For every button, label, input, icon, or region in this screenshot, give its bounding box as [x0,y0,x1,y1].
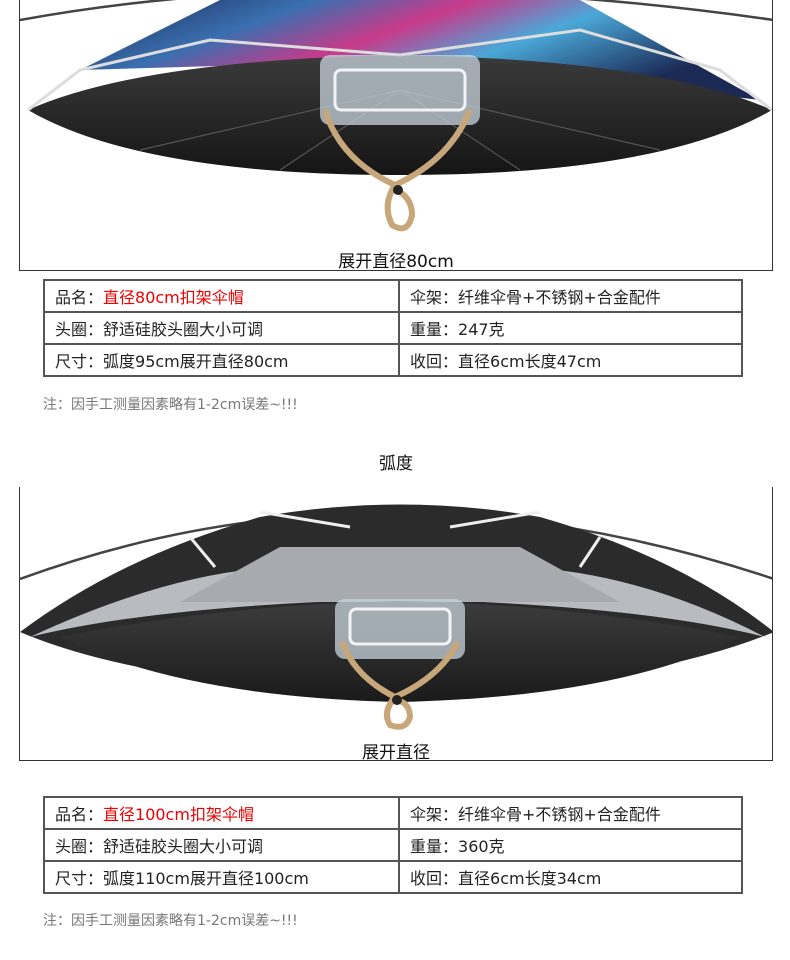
umbrella-photo-80cm [19,0,773,271]
cell-label: 头圈： [55,320,104,339]
spec-table-80cm: 品名：直径80cm扣架伞帽 伞架：纤维伞骨+不锈钢+合金配件 头圈：舒适硅胶头圈… [43,279,743,377]
table-row: 品名：直径100cm扣架伞帽 伞架：纤维伞骨+不锈钢+合金配件 [43,796,743,830]
diameter-caption-100cm: 展开直径 [362,743,430,763]
diameter-caption-80cm: 展开直径80cm [338,252,454,272]
product-name-cell: 品名：直径100cm扣架伞帽 [43,796,400,830]
table-row: 头圈：舒适硅胶头圈大小可调 重量：247克 [43,311,743,345]
weight-cell: 重量：247克 [398,311,743,345]
product-name-value: 直径100cm扣架伞帽 [103,805,254,824]
cell-label: 收回： [410,869,459,888]
cell-label: 伞架： [410,288,459,307]
cell-value: 纤维伞骨+不锈钢+合金配件 [458,288,661,307]
product-name-value: 直径80cm扣架伞帽 [103,288,244,307]
cell-value: 247克 [458,320,505,339]
cell-label: 品名： [55,805,104,824]
product-name-cell: 品名：直径80cm扣架伞帽 [43,279,400,313]
umbrella-photo-100cm [19,487,773,761]
table-row: 尺寸：弧度110cm展开直径100cm 收回：直径6cm长度34cm [43,860,743,894]
size-cell: 尺寸：弧度110cm展开直径100cm [43,860,400,894]
cell-label: 重量： [410,320,459,339]
table-row: 尺寸：弧度95cm展开直径80cm 收回：直径6cm长度47cm [43,343,743,377]
frame-cell: 伞架：纤维伞骨+不锈钢+合金配件 [398,279,743,313]
weight-cell: 重量：360克 [398,828,743,862]
size-cell: 尺寸：弧度95cm展开直径80cm [43,343,400,377]
frame-cell: 伞架：纤维伞骨+不锈钢+合金配件 [398,796,743,830]
cell-label: 品名： [55,288,104,307]
cell-value: 弧度110cm展开直径100cm [103,869,309,888]
table-row: 品名：直径80cm扣架伞帽 伞架：纤维伞骨+不锈钢+合金配件 [43,279,743,313]
measurement-note-1: 注：因手工测量因素略有1-2cm误差~!!! [43,397,298,413]
cell-value: 弧度95cm展开直径80cm [103,352,289,371]
headband-cell: 头圈：舒适硅胶头圈大小可调 [43,311,400,345]
headband-cell: 头圈：舒适硅胶头圈大小可调 [43,828,400,862]
cell-value: 舒适硅胶头圈大小可调 [103,837,264,856]
measurement-note-2: 注：因手工测量因素略有1-2cm误差~!!! [43,913,298,929]
cell-label: 伞架： [410,805,459,824]
cell-value: 舒适硅胶头圈大小可调 [103,320,264,339]
table-row: 头圈：舒适硅胶头圈大小可调 重量：360克 [43,828,743,862]
umbrella-hat-image-100cm [20,504,772,730]
arc-label: 弧度 [379,454,413,474]
cell-value: 360克 [458,837,505,856]
cell-label: 尺寸： [55,869,104,888]
cell-label: 尺寸： [55,352,104,371]
cell-value: 直径6cm长度34cm [458,869,602,888]
cell-label: 收回： [410,352,459,371]
spec-table-100cm: 品名：直径100cm扣架伞帽 伞架：纤维伞骨+不锈钢+合金配件 头圈：舒适硅胶头… [43,796,743,894]
cell-label: 头圈： [55,837,104,856]
cell-value: 直径6cm长度47cm [458,352,602,371]
cell-label: 重量： [410,837,459,856]
cell-value: 纤维伞骨+不锈钢+合金配件 [458,805,661,824]
folded-cell: 收回：直径6cm长度47cm [398,343,743,377]
folded-cell: 收回：直径6cm长度34cm [398,860,743,894]
umbrella-hat-image-80cm [20,0,772,232]
